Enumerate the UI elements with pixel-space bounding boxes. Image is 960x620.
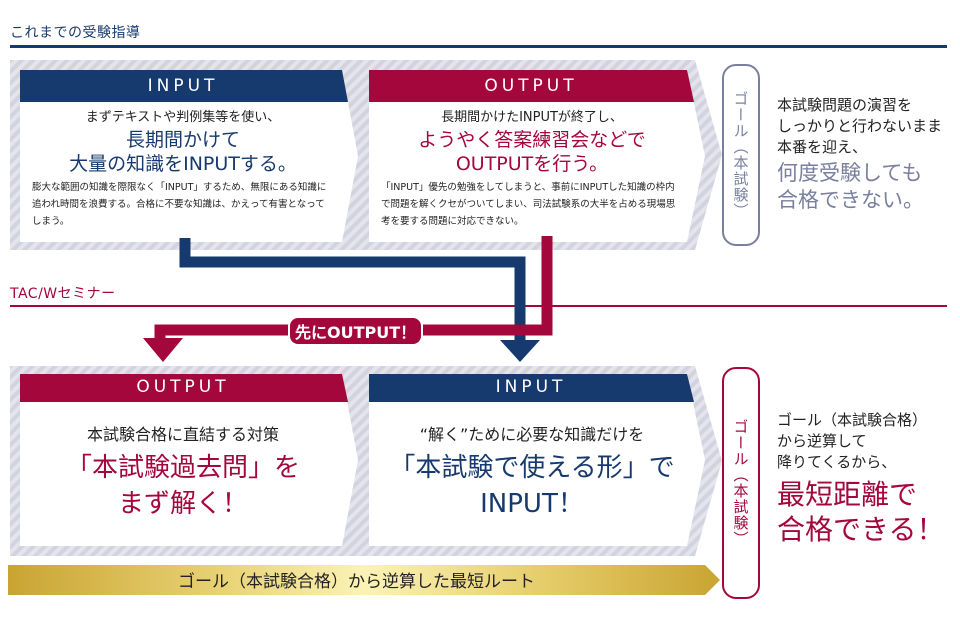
top-card-input-header: INPUT: [147, 76, 219, 96]
bottom-card-input-body: “解く”ために必要な知識だけを 「本試験で使える形」で INPUT！: [369, 422, 695, 522]
top-card-output-note: 「INPUT」優先の勉強をしてしまうと、事前にINPUTした知識の枠内で問題を解…: [381, 182, 676, 227]
top-card-input-note: 膨大な範囲の知識を際限なく「INPUT」するため、無限にある知識に追われ時間を浪…: [32, 182, 327, 227]
section-title-previous: これまでの受験指導: [10, 25, 141, 41]
top-card-input-highlight-2: 大量の知識をINPUTする。: [69, 153, 297, 175]
section-title-tac: TAC/Wセミナー: [10, 286, 116, 302]
bottom-result: ゴール（本試験合格） から逆算して 降りてくるから、 最短距離で 合格できる！: [777, 410, 944, 547]
top-card-output-body: 長期間かけたINPUTが終了し、 ようやく答案練習会などで OUTPUTを行う。…: [369, 108, 695, 230]
bottom-card-output-highlight-2: まず解く！: [117, 489, 248, 519]
top-result: 本試験問題の演習を しっかりと行わないまま 本番を迎え、 何度受験しても 合格で…: [777, 95, 942, 214]
top-card-input-highlight-1: 長期間かけて: [125, 129, 240, 151]
bottom-card-input-highlight-2: INPUT！: [480, 489, 584, 519]
top-card-output-header: OUTPUT: [484, 76, 578, 96]
bottom-result-line-1: ゴール（本試験合格）: [777, 411, 928, 429]
bottom-result-big-2: 合格できる！: [777, 513, 945, 546]
top-card-output-highlight-2: OUTPUTを行う。: [455, 153, 609, 175]
bottom-card-input-lead: “解く”ために必要な知識だけを: [419, 425, 645, 444]
bottom-card-output-body: 本試験合格に直結する対策 「本試験過去問」を まず解く！: [20, 422, 346, 522]
bottom-card-input-shape: [369, 374, 705, 546]
bottom-result-big-1: 最短距離で: [777, 478, 918, 511]
bottom-card-input-header: INPUT: [495, 377, 567, 397]
output-first-callout: 先にOUTPUT！: [290, 318, 422, 344]
navy-flow-line: [179, 238, 526, 342]
top-result-big-1: 何度受験しても: [777, 161, 923, 185]
top-card-output-highlight-1: ようやく答案練習会などで: [418, 129, 646, 151]
bottom-card-output-lead: 本試験合格に直結する対策: [86, 425, 279, 444]
section-divider-previous: [10, 45, 947, 48]
top-goal-pill: ゴール（本試験）: [722, 64, 760, 246]
top-result-line-1: 本試験問題の演習を: [777, 96, 913, 114]
navy-arrowhead: [500, 340, 540, 362]
top-result-big-2: 合格できない。: [777, 188, 924, 212]
top-card-input-body: まずテキストや判例集等を使い、 長期間かけて 大量の知識をINPUTする。 膨大…: [20, 108, 346, 230]
section-divider-tac: [10, 305, 947, 307]
bottom-card-output-shape: [20, 374, 358, 546]
top-card-output-shape: [369, 70, 705, 242]
top-card-output-lead: 長期間かけたINPUTが終了し、: [441, 110, 623, 125]
top-goal-label: ゴール（本試験）: [731, 91, 750, 219]
top-card-input-lead: まずテキストや判例集等を使い、: [85, 110, 281, 125]
bottom-card-output-header: OUTPUT: [136, 377, 230, 397]
bottom-result-line-2: から逆算して: [777, 432, 867, 450]
bottom-card-input-highlight-1: 「本試験で使える形」で: [389, 453, 675, 483]
bottom-goal-pill: ゴール（本試験）: [722, 367, 760, 599]
crimson-arrowhead: [143, 338, 183, 362]
bottom-result-line-3: 降りてくるから、: [777, 453, 897, 471]
top-card-input-shape: [20, 70, 358, 242]
shortest-route-bar: ゴール（本試験合格）から逆算した最短ルート: [178, 572, 535, 592]
top-result-line-2: しっかりと行わないまま: [777, 117, 943, 135]
bottom-card-output-highlight-1: 「本試験過去問」を: [65, 453, 300, 483]
bottom-goal-label: ゴール（本試験）: [731, 419, 750, 547]
top-result-line-3: 本番を迎え、: [777, 138, 868, 156]
